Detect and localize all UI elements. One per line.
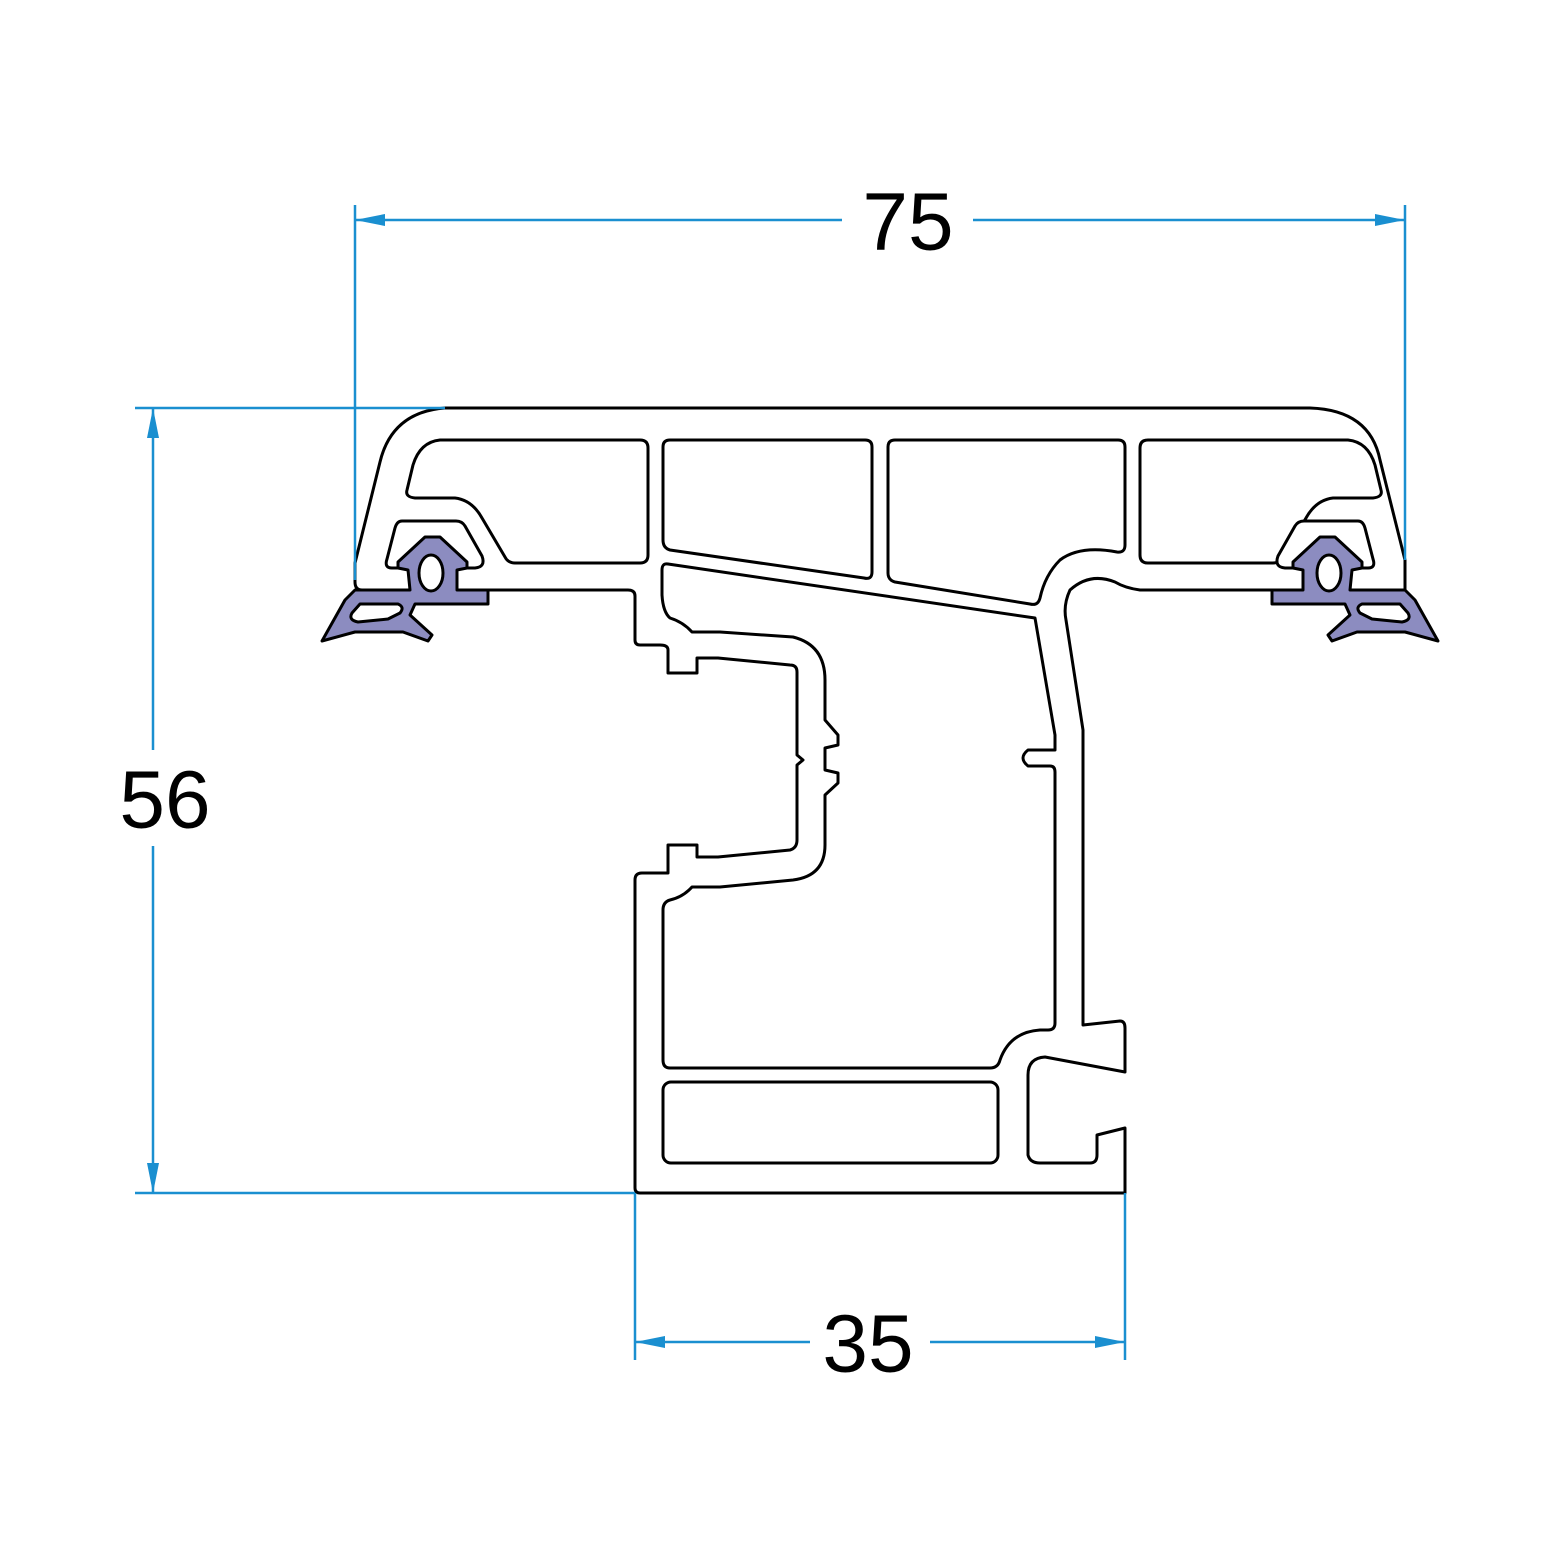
dimension-label-35: 35 [822,1299,913,1390]
dimension-height-total: 56 [119,406,635,1195]
chamber-bottom [661,1080,1000,1165]
dimension-width-base: 35 [633,1193,1127,1390]
chamber-1 [405,438,650,565]
central-cavity [660,562,1057,1070]
dimension-label-56: 56 [119,755,210,846]
dimension-label-75: 75 [862,177,953,268]
chamber-2 [661,438,874,580]
gasket-right [1270,519,1440,643]
chamber-3 [886,438,1127,606]
gasket-left [320,519,490,643]
dimension-width-total: 75 [353,177,1407,580]
